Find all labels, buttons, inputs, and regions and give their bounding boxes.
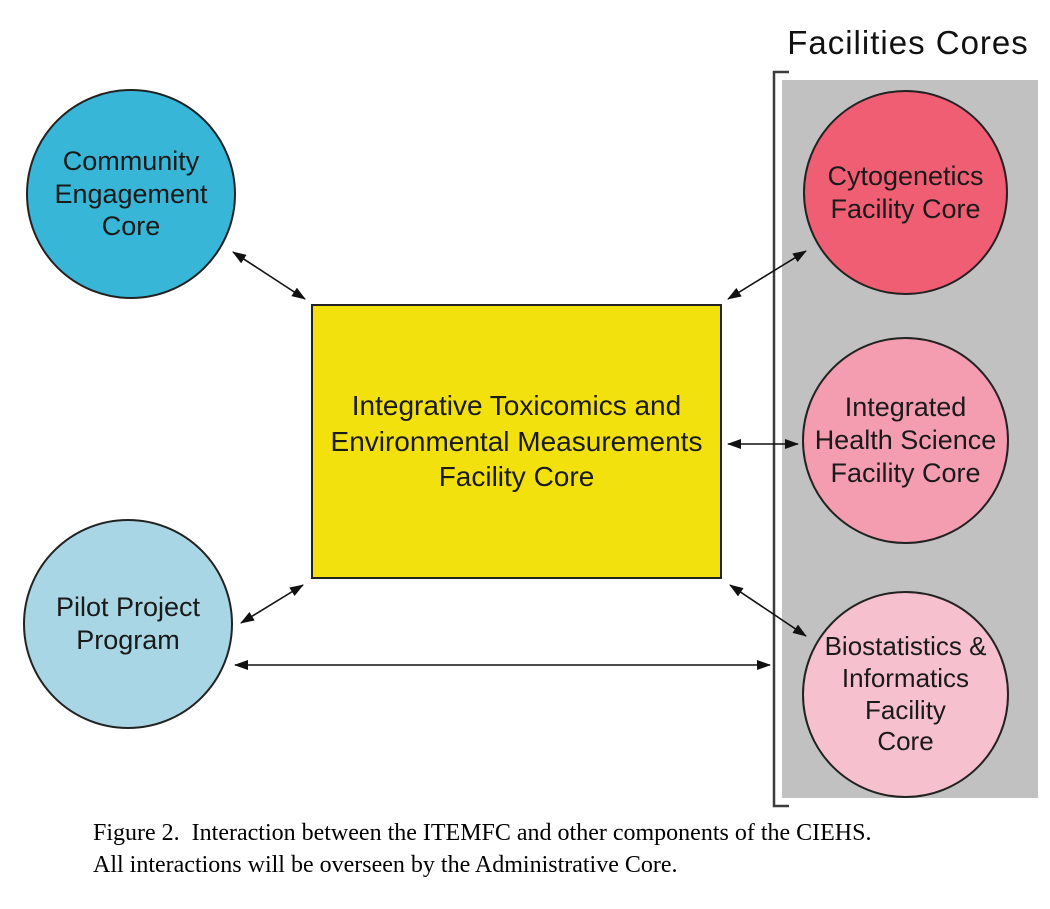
arrow-community-itemfc <box>232 251 306 300</box>
node-label: Integrative Toxicomics and Environmental… <box>330 389 703 493</box>
node-itemfc-rect: Integrative Toxicomics and Environmental… <box>311 304 722 579</box>
node-label: Biostatistics & Informatics Facility Cor… <box>824 631 987 757</box>
node-cytogenetics-facility-core: Cytogenetics Facility Core <box>803 90 1008 295</box>
node-label: Integrated Health Science Facility Core <box>814 392 997 488</box>
node-community-engagement-core: Community Engagement Core <box>26 89 236 299</box>
facilities-cores-title: Facilities Cores <box>787 24 1029 61</box>
node-label: Pilot Project Program <box>55 592 201 655</box>
node-label: Cytogenetics Facility Core <box>827 160 984 224</box>
node-label: Community Engagement Core <box>54 145 208 242</box>
node-integrated-health-science-facility-core: Integrated Health Science Facility Core <box>802 337 1009 544</box>
node-biostatistics-informatics-facility-core: Biostatistics & Informatics Facility Cor… <box>802 591 1009 798</box>
arrow-pilot-itemfc <box>240 584 304 624</box>
figure-caption: Figure 2. Interaction between the ITEMFC… <box>93 820 872 878</box>
node-pilot-project-program: Pilot Project Program <box>23 519 233 729</box>
